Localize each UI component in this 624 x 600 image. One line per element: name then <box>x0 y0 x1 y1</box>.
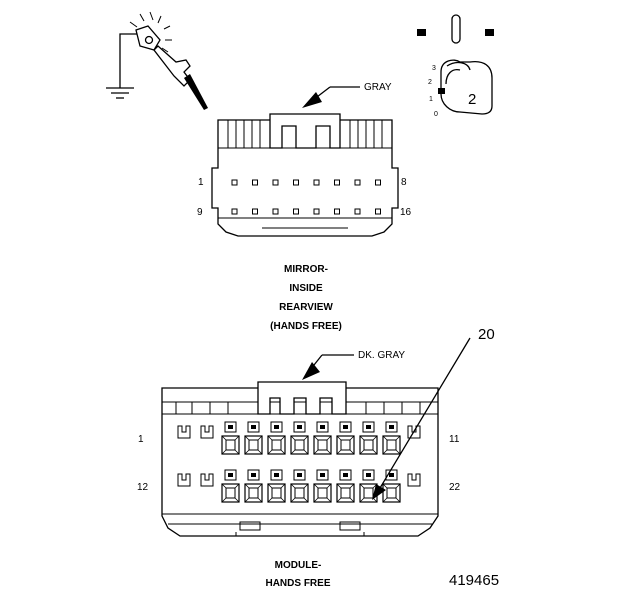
pin-label-1: 1 <box>198 177 204 188</box>
pin-cavity-3 <box>221 421 240 455</box>
pin-cavity-13 <box>200 473 214 487</box>
test-probe-icon <box>119 11 208 110</box>
ignition-key-icon: 3 2 1 0 2 <box>417 14 494 118</box>
callout-pin-number: 20 <box>478 326 495 343</box>
key-position-2: 2 <box>428 79 432 86</box>
pin-cavity-14 <box>221 469 240 503</box>
pin-cavity-3 <box>272 179 279 186</box>
key-number: 2 <box>468 91 476 108</box>
pin-cavity-4 <box>244 421 263 455</box>
pin-cavity-22 <box>407 473 421 487</box>
pin-cavity-1 <box>177 425 191 439</box>
pin-cavity-17 <box>290 469 309 503</box>
pin-cavity-8 <box>336 421 355 455</box>
key-position-0: 0 <box>434 111 438 118</box>
ground-symbol-icon <box>106 87 134 99</box>
pin-cavity-9 <box>231 208 238 215</box>
connector2-name: MODULE- HANDS FREE <box>265 560 330 589</box>
pin-cavity-4 <box>293 179 299 186</box>
pin-cavity-6 <box>334 179 340 186</box>
connector1-name: MIRROR- INSIDE REARVIEW (HANDS FREE) <box>270 264 342 332</box>
pin-cavity-10 <box>252 208 258 215</box>
connector2-name-line2: HANDS FREE <box>265 578 330 589</box>
connector1-name-line1: MIRROR- <box>284 264 328 275</box>
pin-label-8: 8 <box>401 177 407 188</box>
connector2-color-label: DK. GRAY <box>358 350 405 361</box>
pin-cavity-13 <box>313 208 320 215</box>
key-position-3: 3 <box>432 65 436 72</box>
pin-label-9: 9 <box>197 207 203 218</box>
pin-cavity-2 <box>252 179 258 186</box>
key-position-1: 1 <box>429 96 433 103</box>
pin-cavity-21 <box>382 469 401 503</box>
pin-cavity-1 <box>231 179 238 186</box>
pin-cavity-9 <box>359 421 378 455</box>
pin-cavity-15 <box>354 208 361 215</box>
pin-cavity-16 <box>267 469 286 503</box>
pin-cavity-5 <box>267 421 286 455</box>
pin-cavity-6 <box>290 421 309 455</box>
pin-cavity-7 <box>354 179 361 186</box>
pin-cavity-12 <box>177 473 191 487</box>
connector-mirror-inside-rearview: 1 8 9 16 GRAY <box>197 82 412 237</box>
pin-cavity-2 <box>200 425 214 439</box>
pin-cavity-19 <box>336 469 355 503</box>
connector1-name-line4: (HANDS FREE) <box>270 321 342 332</box>
pin-cavity-16 <box>375 208 381 215</box>
pin-cavity-11 <box>272 208 279 215</box>
pin-cavity-5 <box>313 179 320 186</box>
pin-label-1: 1 <box>138 434 144 445</box>
pin-cavity-14 <box>334 208 340 215</box>
pin-cavity-7 <box>313 421 332 455</box>
connector2-name-line1: MODULE- <box>275 560 322 571</box>
pin-cavity-18 <box>313 469 332 503</box>
connector-module-hands-free: 1 11 12 22 DK. GRAY 20 <box>137 326 495 537</box>
pin-cavity-12 <box>293 208 299 215</box>
pin-label-22: 22 <box>449 482 461 493</box>
pin-label-16: 16 <box>400 207 412 218</box>
pin-cavity-10 <box>382 421 401 455</box>
pin-label-11: 11 <box>449 434 460 445</box>
connector1-color-label: GRAY <box>364 82 392 93</box>
pin-label-12: 12 <box>137 482 149 493</box>
connector1-name-line3: REARVIEW <box>279 302 333 313</box>
pin-cavity-8 <box>375 179 381 186</box>
pin-cavity-15 <box>244 469 263 503</box>
connector1-name-line2: INSIDE <box>289 283 323 294</box>
figure-number: 419465 <box>449 572 499 589</box>
